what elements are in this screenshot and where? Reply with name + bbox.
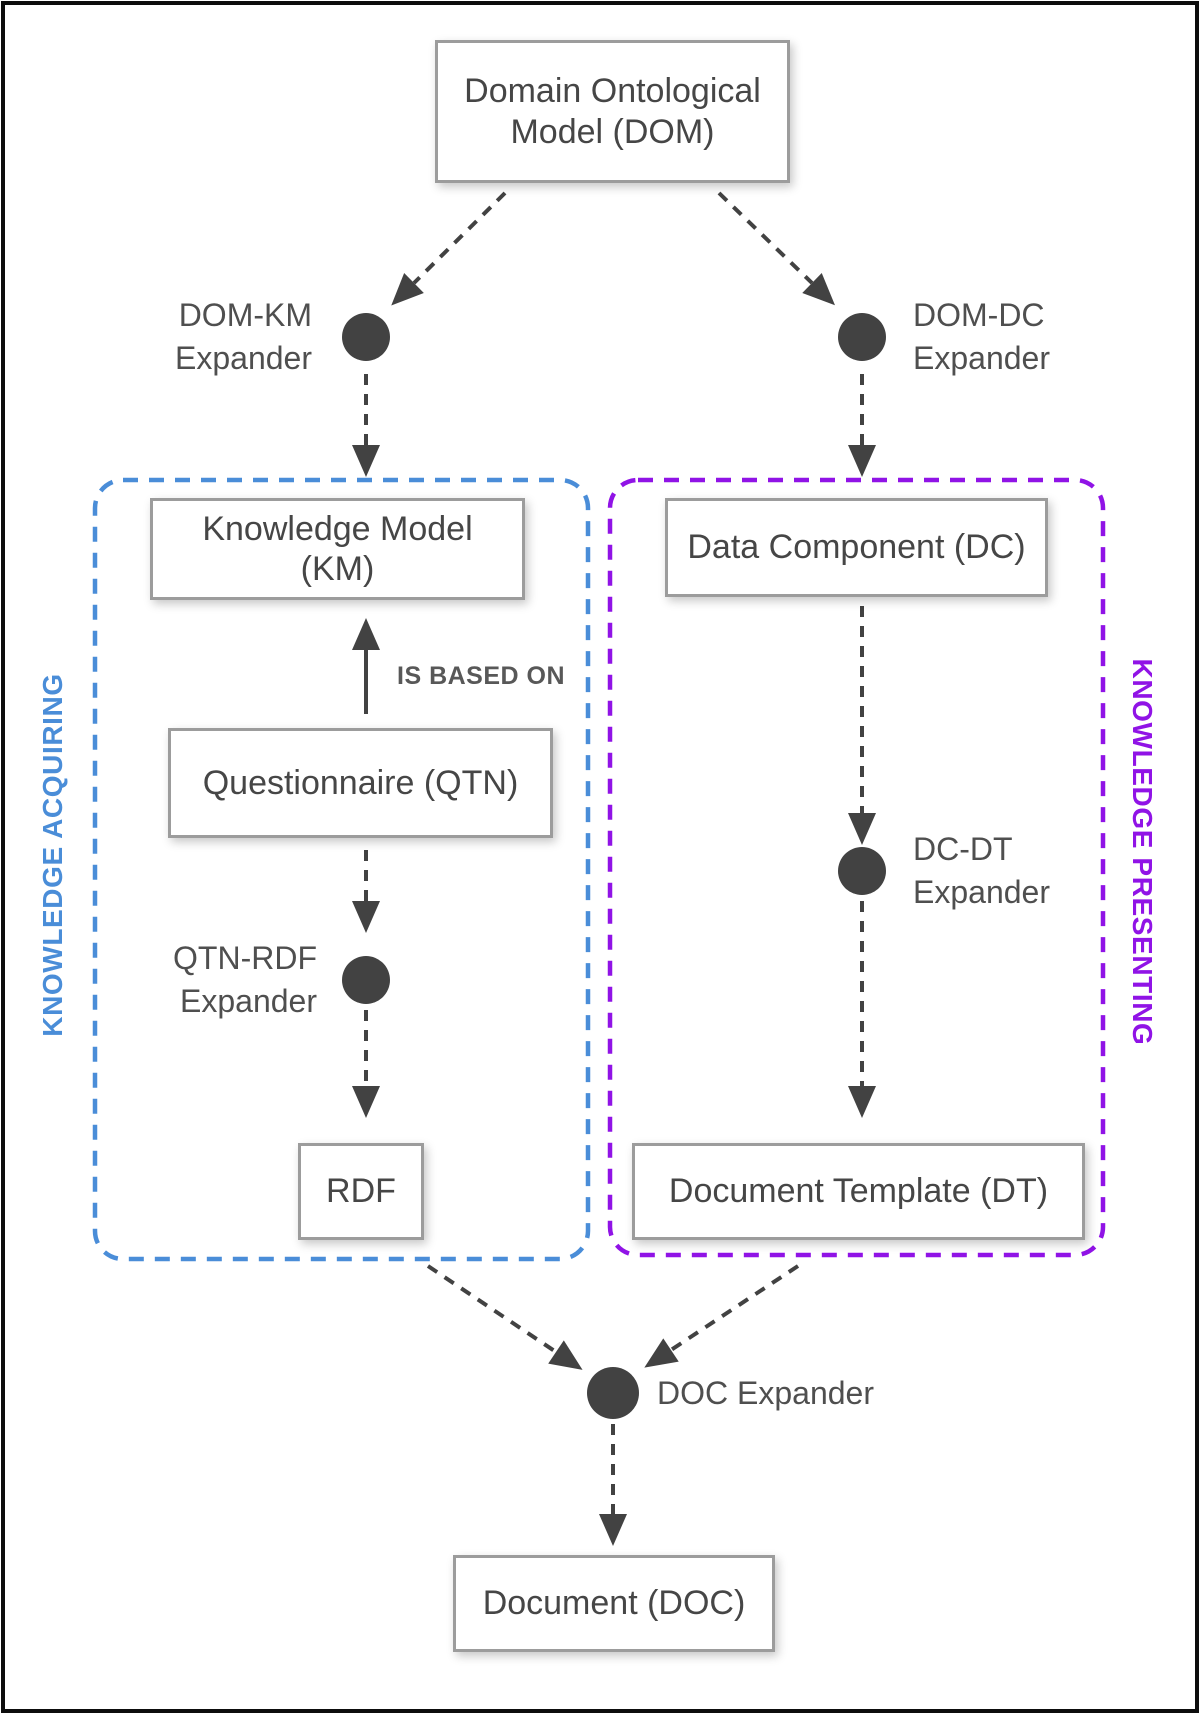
dom-box: Domain Ontological Model (DOM) (435, 40, 790, 183)
edge-dom-to-domdc-expander (717, 191, 835, 306)
km-box: Knowledge Model (KM) (150, 498, 525, 600)
knowledge-acquiring-group-border (92, 477, 591, 1262)
knowledge-acquiring-label: KNOWLEDGE ACQUIRING (37, 673, 68, 1037)
edge-rdf-to-doc-expander (426, 1264, 583, 1370)
edge-dom-to-domkm-expander (391, 191, 507, 306)
qtnrdf-expander-label: QTN-RDF Expander (173, 940, 317, 1020)
qtnrdf-expander-node (342, 956, 390, 1004)
dom-box-label: Domain Ontological Model (DOM) (464, 72, 761, 151)
rdf-box-label: RDF (326, 1172, 396, 1211)
qtn-box-label: Questionnaire (QTN) (202, 763, 519, 802)
knowledge-presenting-label: KNOWLEDGE PRESENTING (1127, 658, 1158, 1046)
dcdt-expander-node (838, 847, 886, 895)
edge-dt-to-doc-expander (644, 1264, 800, 1368)
dc-box: Data Component (DC) (665, 498, 1048, 597)
doc-box: Document (DOC) (453, 1555, 775, 1652)
dt-box-label: Document Template (DT) (668, 1172, 1049, 1211)
dcdt-expander-label: DC-DT Expander (913, 831, 1050, 911)
doc-expander-label: DOC Expander (657, 1375, 874, 1411)
doc-expander-node (587, 1367, 639, 1419)
doc-box-label: Document (DOC) (482, 1584, 746, 1623)
domdc-expander-label: DOM-DC Expander (913, 297, 1050, 377)
domkm-expander-node (342, 313, 390, 361)
dc-box-label: Data Component (DC) (687, 528, 1026, 567)
rdf-box: RDF (298, 1143, 424, 1240)
km-box-label: Knowledge Model (KM) (202, 509, 473, 588)
qtn-box: Questionnaire (QTN) (168, 728, 553, 838)
domkm-expander-label: DOM-KM Expander (175, 297, 312, 377)
is-based-on-label: IS BASED ON (397, 662, 566, 690)
domdc-expander-node (838, 313, 886, 361)
knowledge-presenting-group-border (607, 477, 1106, 1258)
dt-box: Document Template (DT) (632, 1143, 1085, 1240)
